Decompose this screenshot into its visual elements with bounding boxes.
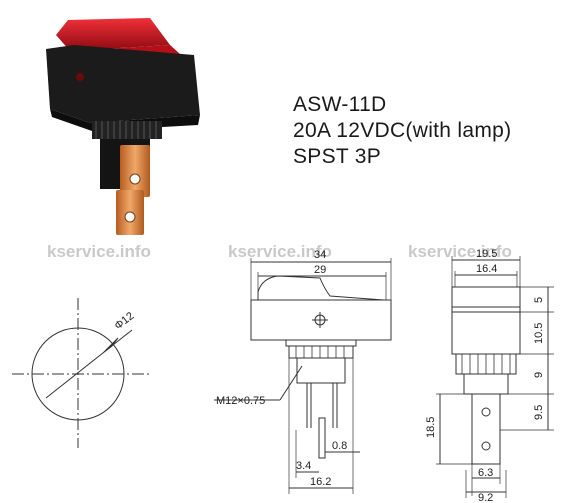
side-overall-width: 34 bbox=[314, 249, 326, 261]
front-view bbox=[12, 298, 150, 448]
electrical-rating: 20A 12VDC(with lamp) bbox=[293, 119, 512, 142]
switch-photo bbox=[46, 18, 200, 235]
nut-height: 9 bbox=[533, 372, 545, 378]
end-overall-width: 19.5 bbox=[476, 248, 497, 260]
terminal-height: 9.5 bbox=[533, 405, 545, 420]
end-view bbox=[436, 256, 554, 498]
diameter-leader bbox=[45, 329, 133, 399]
terminal-thickness: 0.8 bbox=[332, 440, 347, 452]
terminal-width: 6.3 bbox=[478, 467, 493, 479]
model-number: ASW-11D bbox=[293, 93, 387, 116]
thread-label: M12×0.75 bbox=[216, 395, 265, 407]
diameter-label: Φ12 bbox=[112, 310, 136, 332]
body-height: 10.5 bbox=[533, 323, 545, 344]
switch-housing bbox=[46, 45, 200, 123]
watermark-2: kservice.info bbox=[228, 242, 332, 261]
terminal-upper bbox=[120, 145, 150, 197]
side-base-width: 16.2 bbox=[310, 476, 331, 488]
side-inner-width: 29 bbox=[314, 264, 326, 276]
terminal-length: 18.5 bbox=[425, 417, 437, 438]
end-base-width: 9.2 bbox=[478, 492, 493, 503]
watermark-3: kservice.info bbox=[408, 242, 512, 261]
terminal-offset: 3.4 bbox=[296, 460, 311, 472]
rocker-cap bbox=[56, 18, 170, 51]
end-inner-width: 16.4 bbox=[476, 263, 497, 275]
circuit-config: SPST 3P bbox=[293, 145, 382, 168]
side-view bbox=[214, 258, 392, 494]
watermark-1: kservice.info bbox=[47, 242, 151, 261]
cap-height: 5 bbox=[533, 297, 545, 303]
